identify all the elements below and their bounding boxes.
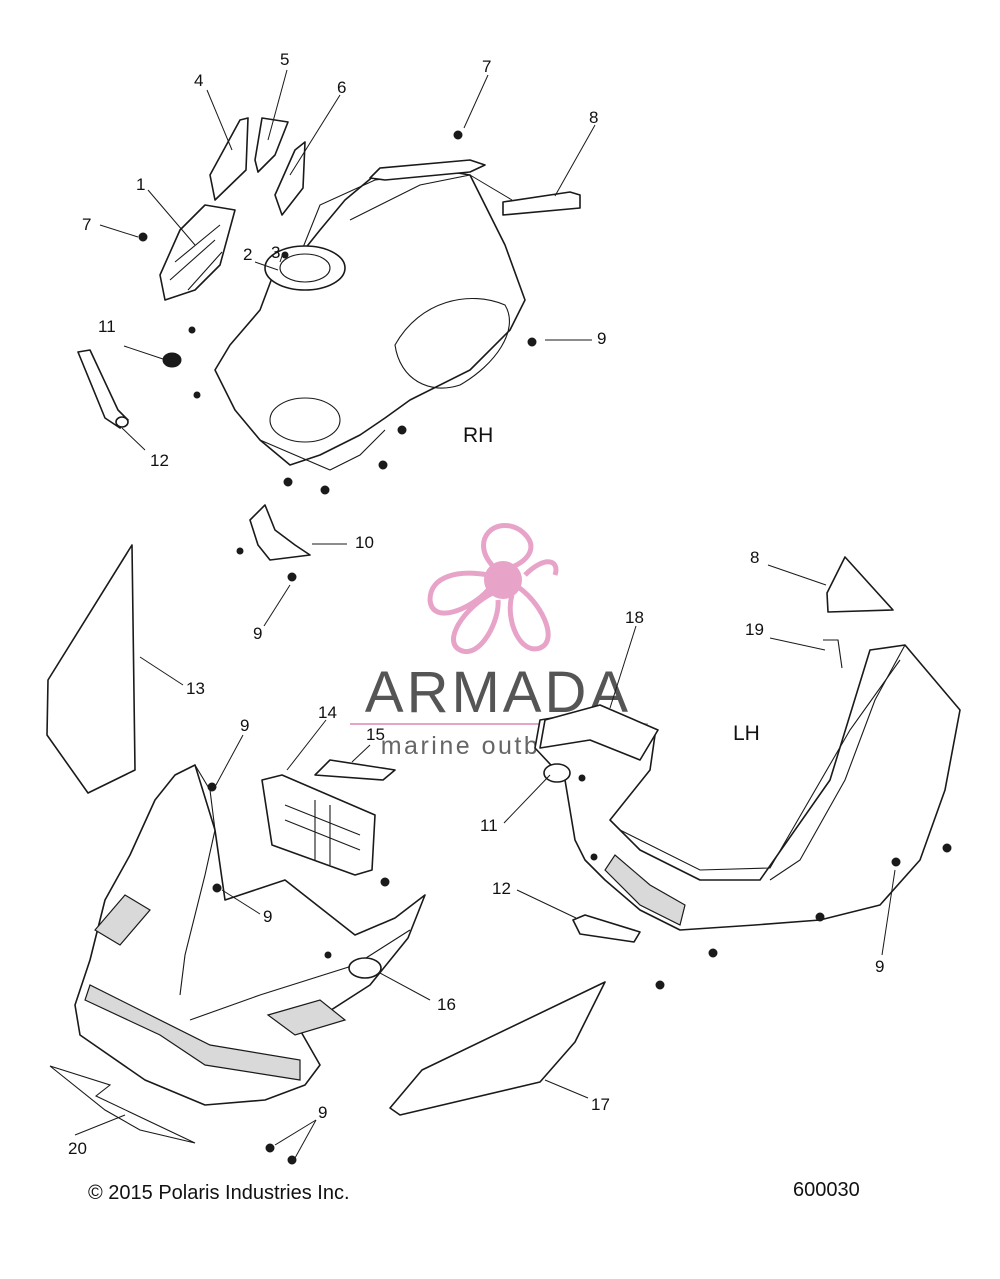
bracket-10 xyxy=(249,504,311,561)
callout-labels: 1 2 3 4 5 6 7 7 8 8 9 9 9 9 9 9 10 11 11… xyxy=(68,50,884,1158)
front-lower-panel-vent xyxy=(94,894,151,946)
lh-panel-lower-grille xyxy=(604,854,686,926)
foam-strip-8-upper xyxy=(502,191,581,216)
callout-13: 13 xyxy=(186,679,205,698)
vent-duct-14-slots xyxy=(284,800,361,865)
decal-20 xyxy=(49,1065,196,1144)
callout-9-mid: 9 xyxy=(253,624,262,643)
lh-panel-inner-edge xyxy=(619,659,901,871)
foam-strip-15 xyxy=(314,759,396,781)
leader-lines xyxy=(74,69,896,1159)
rh-panel-bracket xyxy=(369,159,486,181)
callout-10: 10 xyxy=(355,533,374,552)
grommet-16 xyxy=(348,957,382,979)
rh-panel-round-opening xyxy=(269,397,341,443)
callout-9-rh: 9 xyxy=(597,329,606,348)
callout-14: 14 xyxy=(318,703,337,722)
callout-4: 4 xyxy=(194,71,203,90)
rh-side-panel xyxy=(214,169,526,466)
callout-12-lh: 12 xyxy=(492,879,511,898)
lh-panel-front-face xyxy=(769,644,906,881)
vent-duct-1-slots xyxy=(169,224,223,291)
callout-17: 17 xyxy=(591,1095,610,1114)
callout-11-lh: 11 xyxy=(480,816,498,835)
callout-12-rh: 12 xyxy=(150,451,169,470)
callout-15: 15 xyxy=(366,725,385,744)
foam-pad-8-lh xyxy=(826,556,894,613)
foam-pad-4 xyxy=(209,117,249,201)
callout-9-bottom: 9 xyxy=(318,1103,327,1122)
cable-12-lh xyxy=(572,914,641,943)
vent-duct-18 xyxy=(539,704,659,761)
rh-panel-inner-edge xyxy=(349,174,506,246)
grommet-ring-2-inner xyxy=(279,253,331,283)
lh-side-panel xyxy=(534,644,961,931)
foam-pad-6 xyxy=(274,141,306,216)
callout-8-lh: 8 xyxy=(750,548,759,567)
callout-16: 16 xyxy=(437,995,456,1014)
lh-side-panel-assembly: LH xyxy=(534,556,961,990)
callout-9-lower-top: 9 xyxy=(240,716,249,735)
lh-rivet-icons xyxy=(578,774,952,990)
diagram-number: 600030 xyxy=(793,1179,860,1201)
callout-8-upper: 8 xyxy=(589,108,598,127)
callout-9-lower-mid: 9 xyxy=(263,907,272,926)
propeller-hub-icon xyxy=(484,561,522,599)
vent-duct-1 xyxy=(159,204,236,301)
side-decal-17 xyxy=(389,981,606,1116)
callout-7-top: 7 xyxy=(482,57,491,76)
rh-side-label: RH xyxy=(463,424,493,447)
callout-2: 2 xyxy=(243,245,252,264)
rh-panel-lower-edge xyxy=(259,429,386,471)
front-lower-panel-ridge xyxy=(189,929,411,1021)
foam-pad-5 xyxy=(254,117,289,173)
rh-panel-recess xyxy=(394,298,510,389)
push-rivet-icons xyxy=(138,130,537,582)
front-lower-panel xyxy=(74,764,426,1106)
callout-19: 19 xyxy=(745,620,764,639)
lh-side-label: LH xyxy=(733,722,760,745)
callout-9-lh: 9 xyxy=(875,957,884,976)
lower-front-panel-assembly xyxy=(46,544,606,1165)
callout-18: 18 xyxy=(625,608,644,627)
side-decal-13 xyxy=(46,544,136,794)
callout-6: 6 xyxy=(337,78,346,97)
hex-key-19 xyxy=(823,639,843,669)
callout-20: 20 xyxy=(68,1139,87,1158)
propeller-logo-icon xyxy=(427,522,559,655)
callout-5: 5 xyxy=(280,50,289,69)
front-lower-panel-upper-edge xyxy=(179,764,216,996)
rh-side-panel-assembly: RH xyxy=(77,117,581,582)
front-lower-panel-grille xyxy=(84,984,301,1081)
callout-1: 1 xyxy=(136,175,145,194)
grommet-11-lh xyxy=(543,763,571,783)
vent-duct-14 xyxy=(261,774,376,876)
cable-12 xyxy=(77,349,129,429)
lower-rivet-icons xyxy=(207,782,390,1165)
cable-12-end xyxy=(115,416,129,428)
copyright-text: © 2015 Polaris Industries Inc. xyxy=(88,1182,350,1204)
grommet-11-rh xyxy=(162,352,182,368)
callout-3: 3 xyxy=(271,243,280,262)
callout-11-rh: 11 xyxy=(98,317,116,336)
callout-7-left: 7 xyxy=(82,215,91,234)
front-lower-panel-recess xyxy=(266,999,347,1036)
